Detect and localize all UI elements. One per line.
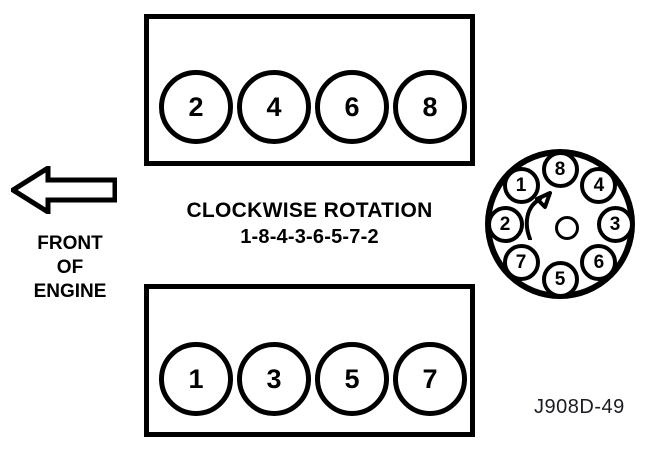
- distributor-terminal: 7: [502, 244, 540, 282]
- distributor-terminal: 6: [580, 244, 618, 282]
- distributor-terminal: 1: [502, 166, 540, 204]
- rotor-shaft-circle: [555, 216, 579, 240]
- cylinder-circle: 8: [393, 70, 467, 144]
- distributor-terminal: 4: [580, 166, 618, 204]
- rotation-direction-text: CLOCKWISE ROTATION: [186, 199, 433, 222]
- cylinder-circle: 5: [315, 342, 389, 416]
- firing-order-text: 1-8-4-3-6-5-7-2: [240, 226, 379, 248]
- cylinder-circle: 2: [159, 70, 233, 144]
- curved-clockwise-arrow-icon: [524, 191, 552, 240]
- front-label-line-3: ENGINE: [33, 281, 107, 302]
- distributor-terminal: 3: [596, 205, 634, 243]
- distributor-cap: 8 4 3 6 5 7 2 1: [485, 149, 635, 299]
- cylinder-bank-top: 2 4 6 8: [144, 14, 475, 166]
- front-of-engine-label: FRONT OF ENGINE: [0, 232, 140, 304]
- distributor-terminal: 5: [541, 260, 579, 298]
- reference-code: J908D-49: [534, 396, 625, 418]
- front-label-line-1: FRONT: [37, 233, 103, 254]
- distributor-terminal: 8: [541, 150, 579, 188]
- left-arrow-icon: [11, 166, 117, 214]
- cylinder-circle: 3: [237, 342, 311, 416]
- caption-block: CLOCKWISE ROTATION 1-8-4-3-6-5-7-2: [144, 198, 475, 249]
- front-label-line-2: OF: [56, 257, 84, 278]
- cylinder-circle: 4: [237, 70, 311, 144]
- cylinder-bank-bottom: 1 3 5 7: [144, 284, 475, 437]
- distributor-terminal: 2: [486, 205, 524, 243]
- cylinder-circle: 7: [393, 342, 467, 416]
- cylinder-circle: 1: [159, 342, 233, 416]
- cylinder-circle: 6: [315, 70, 389, 144]
